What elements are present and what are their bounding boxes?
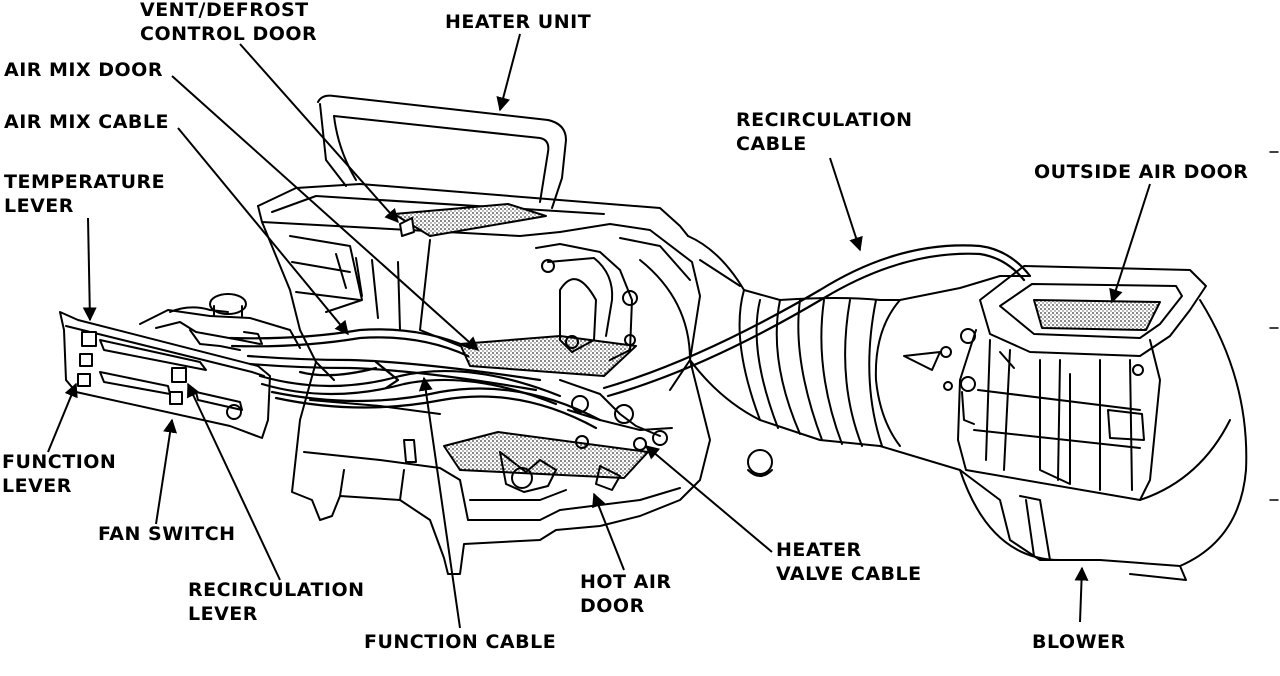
label-function-cable: FUNCTION CABLE <box>364 631 557 653</box>
label-hot-air-door: HOT AIR DOOR <box>580 571 672 617</box>
label-air-mix-door: AIR MIX DOOR <box>4 59 163 81</box>
label-recirculation-cable: RECIRCULATION CABLE <box>736 109 913 155</box>
label-air-mix-cable: AIR MIX CABLE <box>4 111 169 133</box>
control-cables <box>228 244 1032 430</box>
label-heater-valve-cable: HEATER VALVE CABLE <box>776 539 922 585</box>
label-blower: BLOWER <box>1032 631 1126 653</box>
label-temperature-lever: TEMPERATURE LEVER <box>4 171 166 217</box>
label-recirculation-lever: RECIRCULATION LEVER <box>188 579 365 625</box>
blower-duct <box>687 235 901 447</box>
edge-ticks <box>1269 151 1279 501</box>
door-linkage <box>499 243 673 493</box>
leader-lines <box>47 33 1151 629</box>
hot-air-door-surface <box>443 431 649 479</box>
control-panel <box>59 293 301 439</box>
air-mix-door-surface <box>459 335 637 377</box>
label-outside-air-door: OUTSIDE AIR DOOR <box>1034 161 1249 183</box>
blower-housing <box>874 265 1248 581</box>
label-heater-unit: HEATER UNIT <box>445 11 592 33</box>
label-fan-switch: FAN SWITCH <box>98 523 236 545</box>
label-vent-defrost-control-door: VENT/DEFROST CONTROL DOOR <box>140 0 318 45</box>
heater-unit-body <box>257 94 773 575</box>
label-function-lever: FUNCTION LEVER <box>2 451 117 497</box>
